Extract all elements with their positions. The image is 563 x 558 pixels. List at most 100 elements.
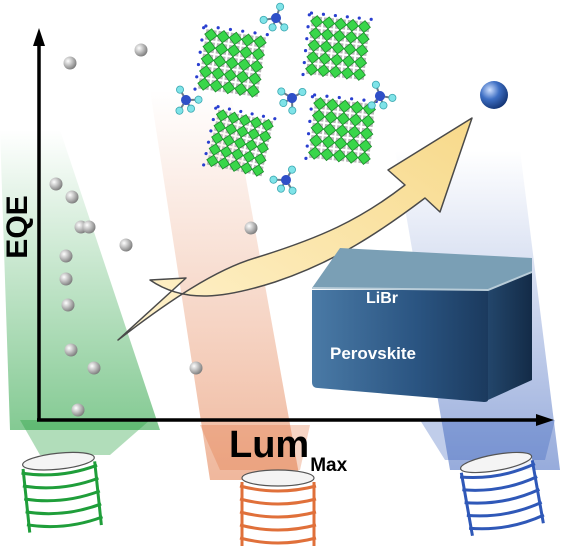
perovskite-crystal-icon	[202, 105, 277, 177]
crystal-octahedron	[214, 42, 229, 56]
crystal-octahedron	[345, 150, 359, 164]
crystal-octahedron	[333, 136, 348, 151]
crystal-atom	[241, 29, 245, 33]
crystal-octahedron	[336, 111, 351, 126]
crystal-atom	[253, 31, 257, 35]
crystal-atom	[198, 50, 202, 54]
hydrogen-atom	[288, 106, 297, 115]
curved-arrow-icon	[117, 117, 473, 341]
coil-body	[460, 456, 543, 534]
crystal-octahedron	[248, 72, 262, 86]
crystal-octahedron	[247, 127, 260, 141]
crystal-octahedron	[310, 15, 324, 29]
coil-winding	[22, 476, 99, 490]
crystal-octahedron	[217, 157, 231, 170]
led-coil-icon	[21, 451, 104, 533]
crystal-atom	[307, 13, 311, 17]
hydrogen-atom	[187, 104, 195, 113]
crystal-octahedron	[325, 98, 339, 112]
crystal-octahedron	[249, 116, 263, 129]
ammonium-molecules	[175, 2, 397, 195]
nitrogen-atom	[375, 91, 385, 101]
crystal-octahedron	[234, 82, 248, 96]
crystal-octahedron	[318, 52, 332, 66]
crystal-octahedron	[216, 30, 230, 44]
hydrogen-atom	[259, 15, 268, 24]
crystal-atom	[302, 60, 306, 65]
crystal-atom	[303, 49, 308, 53]
crystal-octahedron	[319, 40, 333, 54]
crystal-octahedron	[258, 130, 272, 143]
coil-edge	[21, 468, 32, 533]
perovskite-crystals	[193, 11, 378, 177]
gray-sphere-icon	[189, 361, 203, 375]
gray-sphere-icon	[59, 249, 73, 263]
crystal-atom	[193, 87, 197, 91]
crystal-octahedron	[320, 147, 334, 162]
y-axis-label: EQE	[1, 195, 34, 259]
box-top-edge	[311, 271, 533, 292]
led-coil-icon	[459, 451, 545, 536]
hydrogen-atom	[277, 184, 285, 193]
crystal-atom	[211, 117, 215, 122]
ammonium-molecule-icon	[269, 165, 297, 195]
crystal-octahedron	[337, 99, 352, 114]
box-top-label: LiBr	[366, 290, 398, 307]
crystal-octahedron	[221, 80, 236, 95]
hydrogen-atom	[298, 87, 307, 96]
crystal-octahedron	[330, 53, 344, 67]
box-bottom-label: Perovskite	[330, 344, 416, 363]
x-axis-label: LumMax	[229, 424, 347, 476]
coil-winding	[239, 484, 317, 493]
crystal-atom	[309, 11, 314, 15]
crystal-atom	[227, 107, 232, 111]
coil-winding	[239, 510, 317, 519]
crystal-octahedron	[324, 110, 338, 125]
crystal-octahedron	[321, 135, 336, 149]
crystal-atom	[228, 27, 233, 32]
gray-sphere-icon	[244, 221, 258, 235]
crystal-octahedron	[331, 41, 345, 55]
coil-winding	[23, 489, 101, 503]
crystal-octahedron	[335, 124, 349, 138]
crystal-atom	[313, 93, 317, 97]
x-axis-label-subscript: Max	[310, 455, 348, 476]
blue-sphere-icon	[480, 81, 508, 109]
crystal-octahedron	[352, 67, 366, 81]
crystal-octahedron	[320, 28, 334, 42]
blue-led-glow	[420, 420, 555, 460]
orange-led-glow	[200, 425, 310, 470]
crystal-atom	[345, 15, 349, 19]
crystal-atom	[304, 156, 308, 160]
crystal-atom	[362, 98, 366, 102]
hydrogen-atom	[371, 80, 380, 89]
coil-winding	[21, 463, 98, 477]
x-axis-label-main: Lum	[229, 424, 310, 466]
crystal-octahedron	[306, 50, 320, 64]
crystal-atom	[204, 24, 208, 28]
crystal-atom	[333, 13, 337, 18]
crystal-octahedron	[310, 121, 325, 136]
perovskite-crystal-icon	[304, 93, 378, 165]
hydrogen-atom	[194, 95, 203, 104]
crystal-octahedron	[355, 43, 369, 58]
crystal-octahedron	[305, 62, 319, 76]
green-led-glow	[20, 420, 150, 455]
crystal-octahedron	[322, 16, 336, 30]
crystal-octahedron	[241, 33, 255, 47]
ammonium-molecule-icon	[367, 80, 397, 110]
crystal-atom	[321, 12, 326, 16]
crystal-octahedron	[344, 30, 358, 44]
crystal-octahedron	[206, 154, 219, 168]
crystal-atom	[216, 105, 220, 109]
crystal-octahedron	[354, 55, 368, 69]
led-coil-icon	[239, 469, 317, 548]
crystal-atom	[350, 97, 354, 101]
x-axis-arrowhead	[536, 414, 554, 426]
gray-spheres	[49, 43, 258, 417]
crystal-octahedron	[200, 52, 215, 67]
nitrogen-atom	[271, 13, 281, 23]
crystal-atom	[202, 26, 206, 30]
